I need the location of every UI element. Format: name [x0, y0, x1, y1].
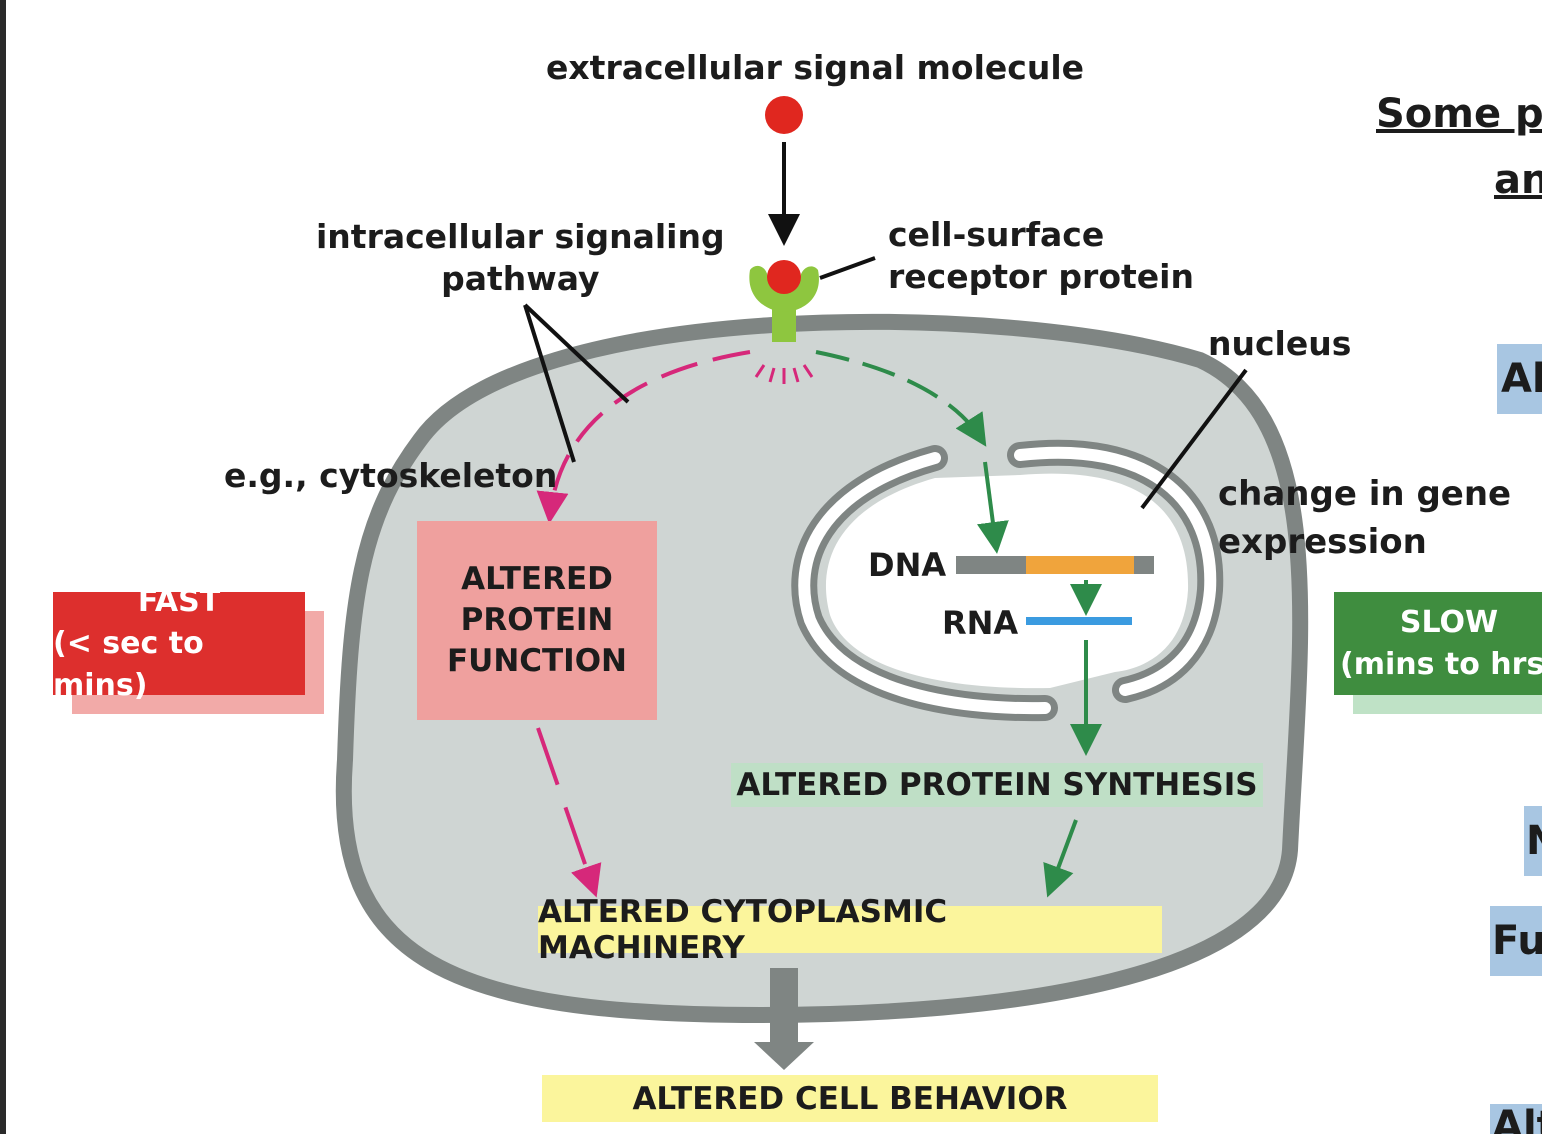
- gene-label-line1: change in gene: [1218, 474, 1512, 514]
- pathway-pointer-2: [523, 303, 630, 404]
- fast-path-down: [536, 727, 602, 898]
- slow-box: SLOW (mins to hrs): [1334, 592, 1542, 695]
- receptor-pointer: [819, 256, 876, 280]
- slow-line2: (mins to hrs): [1339, 646, 1542, 682]
- left-edge-rule: [0, 0, 6, 1134]
- fast-line1: FAST: [137, 583, 221, 619]
- cytoskeleton-label: e.g., cytoskeleton: [224, 456, 558, 495]
- output-arrow-head: [754, 1042, 814, 1070]
- nucleus-pointer: [1140, 368, 1248, 510]
- slow-line1: SLOW: [1399, 604, 1499, 640]
- altered-protein-synthesis-box: ALTERED PROTEIN SYNTHESIS: [731, 763, 1263, 807]
- pathway-pointer-1: [523, 304, 576, 463]
- fast-path-arc: [536, 350, 751, 524]
- side-panel-item-3: Fu: [1490, 906, 1542, 976]
- side-panel-title-line1: Some p: [1376, 91, 1542, 137]
- receptor-label: cell-surface receptor protein: [888, 214, 1194, 298]
- side-panel-item-1: Al: [1497, 344, 1542, 414]
- activation-burst: [754, 364, 814, 384]
- receptor-cup: [749, 265, 819, 312]
- altered-cytoplasmic-machinery-box: ALTERED CYTOPLASMIC MACHINERY: [538, 894, 1162, 966]
- rna-label: RNA: [942, 604, 1019, 642]
- side-panel-item-4: Alt: [1490, 1104, 1542, 1134]
- receptor-label-line2: receptor protein: [888, 257, 1194, 296]
- slow-path-to-dna: [977, 461, 1009, 554]
- altered-protein-function-box: ALTERED PROTEIN FUNCTION: [417, 521, 657, 720]
- apf-line1: ALTERED: [461, 561, 613, 597]
- signal-molecule: [765, 96, 803, 134]
- apf-line3: FUNCTION: [446, 643, 628, 679]
- slow-path-arc: [815, 350, 987, 447]
- output-arrow-shaft: [770, 968, 798, 1042]
- altered-cell-behavior-box: ALTERED CELL BEHAVIOR: [542, 1075, 1158, 1122]
- synthesis-to-machinery-arrow: [1043, 819, 1078, 898]
- receptor-label-line1: cell-surface: [888, 215, 1105, 254]
- gene-segment: [1026, 556, 1134, 574]
- gene-label-line2: expression: [1218, 522, 1427, 562]
- bound-signal: [767, 260, 801, 294]
- nucleus-label: nucleus: [1208, 324, 1352, 363]
- dna-label: DNA: [868, 546, 947, 584]
- side-panel-title-line2: an: [1494, 157, 1542, 203]
- intracellular-pathway-label: intracellular signaling pathway: [316, 216, 725, 300]
- extracellular-label: extracellular signal molecule: [546, 48, 1085, 87]
- intracellular-label-line2: pathway: [441, 259, 600, 298]
- gene-expression-label: change in gene expression: [1218, 470, 1511, 566]
- side-panel-item-2: N: [1524, 806, 1542, 876]
- intracellular-label-line1: intracellular signaling: [316, 217, 725, 256]
- rna-bar: [1026, 617, 1132, 625]
- fast-line2: (< sec to mins): [53, 625, 204, 703]
- fast-box: FAST (< sec to mins): [53, 584, 305, 703]
- nucleus-outer-inner-line: [798, 446, 1217, 715]
- apf-line2: PROTEIN: [460, 602, 614, 638]
- nucleus-interior: [825, 473, 1189, 689]
